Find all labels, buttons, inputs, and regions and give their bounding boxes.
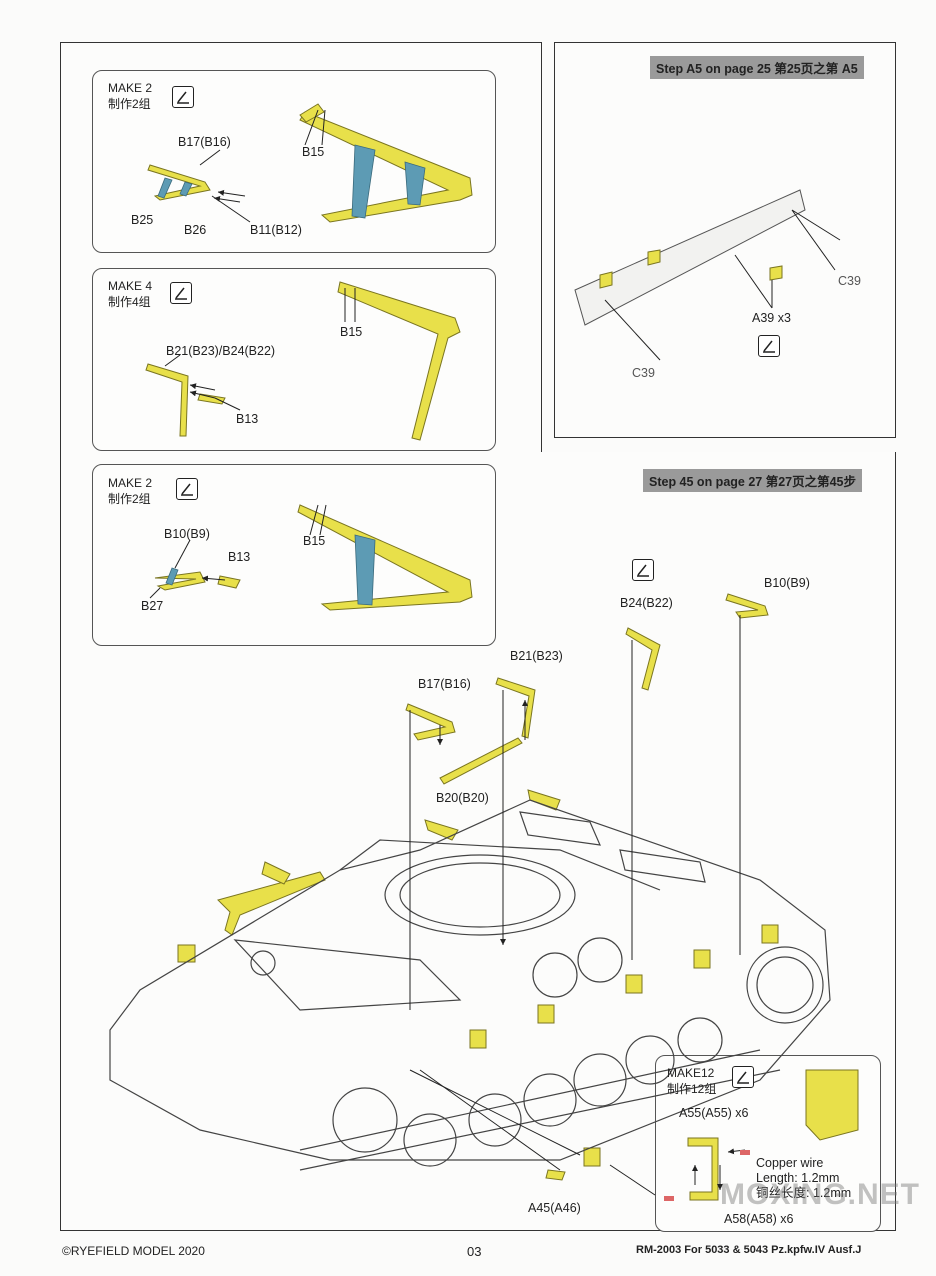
part-label: B17(B16): [418, 677, 471, 691]
substep-box-3: [92, 464, 496, 646]
part-label: C39: [632, 366, 655, 380]
part-label: B15: [302, 145, 325, 159]
copper-wire-length-cn: 铜丝长度: 1.2mm: [756, 1186, 852, 1200]
substep-box-2: [92, 268, 496, 451]
glue-icon: [632, 559, 654, 581]
substep-2-make-cn: 制作4组: [108, 295, 151, 309]
part-label: B20(B20): [436, 791, 489, 805]
copper-wire-label: Copper wire: [756, 1156, 824, 1170]
part-label: A39 x3: [752, 311, 791, 325]
part-label: B27: [141, 599, 164, 613]
part-label: B15: [340, 325, 363, 339]
part-label: B11(B12): [250, 223, 302, 237]
substep-3-make: MAKE 2: [108, 476, 153, 490]
part-label: A45(A46): [528, 1201, 581, 1215]
substep-1-make-cn: 制作2组: [108, 97, 151, 111]
make12-make: MAKE12: [667, 1066, 715, 1080]
copper-wire-length: Length: 1.2mm: [756, 1171, 840, 1185]
substep-3-make-cn: 制作2组: [108, 492, 151, 506]
part-label: B25: [131, 213, 154, 227]
part-label: C39: [838, 274, 861, 288]
glue-icon: [176, 478, 198, 500]
part-label: B10(B9): [764, 576, 810, 590]
part-label: B10(B9): [164, 527, 210, 541]
part-label: B24(B22): [620, 596, 673, 610]
part-label: B13: [228, 550, 251, 564]
substep-1-make: MAKE 2: [108, 81, 153, 95]
glue-icon: [758, 335, 780, 357]
footer-brand: ©RYEFIELD MODEL 2020: [62, 1244, 205, 1258]
step-45-banner: Step 45 on page 27 第27页之第45步: [643, 469, 863, 492]
glue-icon: [732, 1066, 754, 1088]
part-label: B17(B16): [178, 135, 231, 149]
glue-icon: [172, 86, 194, 108]
glue-icon: [170, 282, 192, 304]
part-label: B26: [184, 223, 207, 237]
part-label: B21(B23)/B24(B22): [166, 344, 276, 358]
make12-make-cn: 制作12组: [667, 1082, 717, 1096]
part-label: B13: [236, 412, 259, 426]
part-label: B15: [303, 534, 326, 548]
substep-2-make: MAKE 4: [108, 279, 153, 293]
part-label: A58(A58) x6: [724, 1212, 794, 1226]
page-number: 03: [467, 1244, 482, 1259]
part-label: A55(A55) x6: [679, 1106, 749, 1120]
footer-reference: RM-2003 For 5033 & 5043 Pz.kpfw.IV Ausf.…: [636, 1244, 862, 1256]
step-a5-banner: Step A5 on page 25 第25页之第 A5: [650, 56, 864, 79]
watermark: MOXING.NET: [720, 1178, 921, 1211]
part-label: B21(B23): [510, 649, 563, 663]
